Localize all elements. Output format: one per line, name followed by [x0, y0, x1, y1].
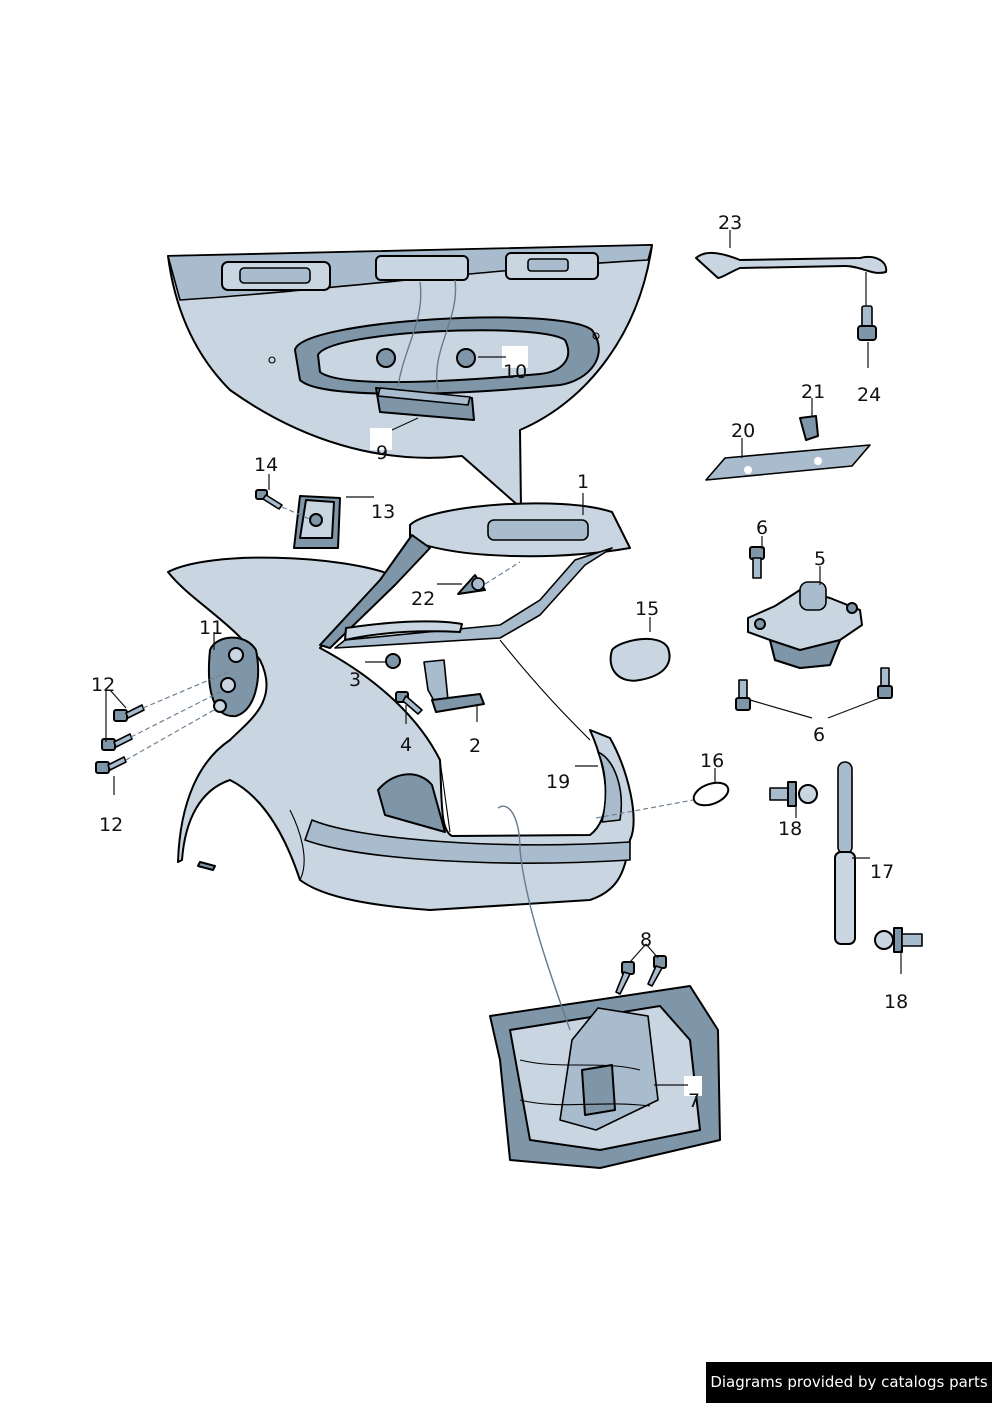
ball-stud-18b: [874, 927, 923, 953]
callout-3: 3: [349, 669, 361, 691]
callout-5: 5: [814, 548, 826, 570]
bolt-24: [857, 305, 877, 341]
callout-19: 19: [546, 771, 570, 793]
callout-17: 17: [870, 861, 894, 883]
bracket-2: [423, 659, 485, 713]
callout-20: 20: [731, 420, 755, 442]
callout-16: 16: [700, 750, 724, 772]
screws-6: [735, 546, 893, 711]
clip-21: [799, 415, 819, 441]
cover-15: [609, 637, 671, 682]
callout-14: 14: [254, 454, 278, 476]
bolt-14: [255, 489, 283, 510]
callout-labels: 1 2 3 4 5 6 6 7 8 9 10 11 12 12 13 14 15…: [91, 212, 908, 1112]
callout-22: 22: [411, 588, 435, 610]
detail-bubble: [167, 244, 653, 509]
callout-12b: 12: [99, 814, 123, 836]
lock-inset: [489, 985, 721, 1169]
callout-10: 10: [503, 361, 527, 383]
callout-7: 7: [688, 1090, 700, 1112]
callout-8: 8: [640, 929, 652, 951]
callout-1: 1: [577, 471, 589, 493]
seal-20: [705, 444, 871, 481]
callout-13: 13: [371, 501, 395, 523]
tailgate: [319, 502, 631, 741]
spoiler-23: [695, 252, 888, 279]
striker-11: [208, 636, 260, 718]
callout-18a: 18: [778, 818, 802, 840]
bolt-4: [395, 691, 423, 715]
callout-6a: 6: [756, 517, 768, 539]
callout-11: 11: [199, 617, 223, 639]
callout-21: 21: [801, 381, 825, 403]
callout-18b: 18: [884, 991, 908, 1013]
leader-lines: [105, 230, 902, 1086]
grommet-22: [457, 574, 486, 595]
callout-15: 15: [635, 598, 659, 620]
callout-12a: 12: [91, 674, 115, 696]
callout-23: 23: [718, 212, 742, 234]
callout-6b: 6: [813, 724, 825, 746]
oring-16: [692, 781, 730, 807]
callout-24: 24: [857, 384, 881, 406]
attribution-footer: Diagrams provided by catalogs parts: [706, 1362, 992, 1403]
callout-4: 4: [400, 734, 412, 756]
callout-2: 2: [469, 735, 481, 757]
ball-stud-18a: [769, 781, 818, 807]
switch-13: [293, 495, 341, 549]
screws-12: [95, 704, 145, 774]
lock-5: [747, 581, 863, 669]
screws-8: [615, 955, 667, 995]
nut-3: [385, 653, 401, 669]
callout-9: 9: [376, 442, 388, 464]
strut-17: [834, 761, 856, 945]
car-body: [167, 556, 635, 911]
